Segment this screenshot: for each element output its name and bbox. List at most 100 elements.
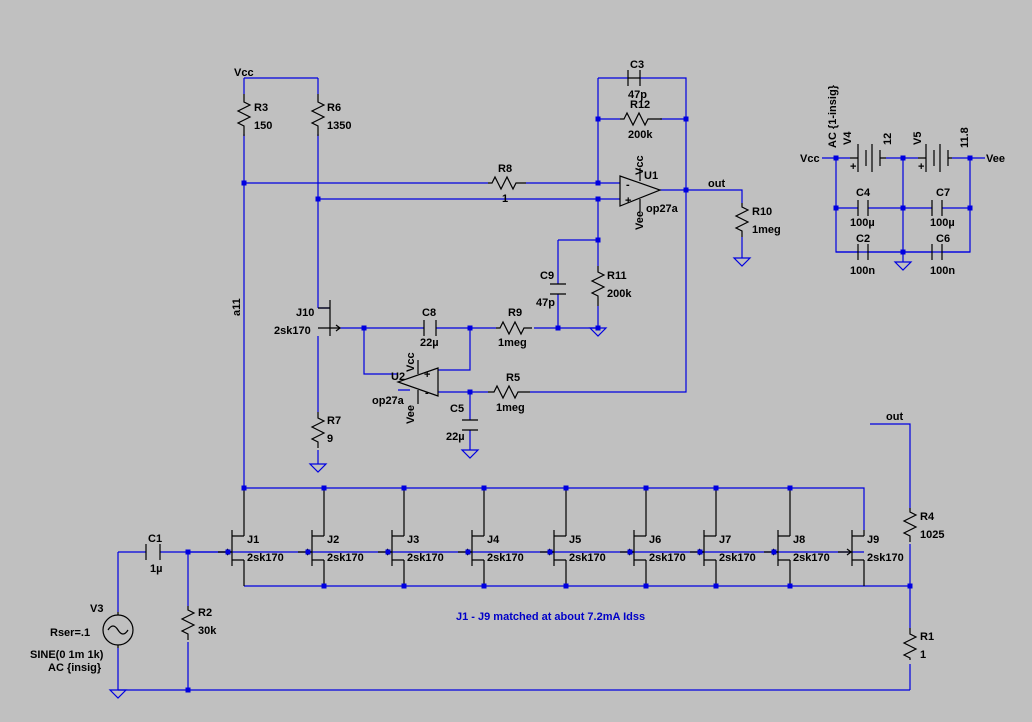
jfet-2 [298,488,325,586]
junction-dot [595,196,601,202]
vee-port-label: Vee [986,153,1005,165]
r7-symbol [310,412,326,448]
c6-symbol [931,244,943,260]
junction-dot [321,485,327,491]
r7-ref: R7 [327,415,341,427]
junction-dot [900,205,906,211]
junction-dot [595,180,601,186]
j10-value: 2sk170 [274,325,311,337]
jfet-value: 2sk170 [867,552,904,564]
v3-sine: SINE(0 1m 1k) [30,649,104,661]
junction-dot [481,485,487,491]
r3-symbol [236,94,252,136]
jfet-1 [218,488,245,586]
u2-symbol [396,367,439,397]
junction-dot [967,205,973,211]
jfet-value: 2sk170 [407,552,444,564]
junction-dot [315,196,321,202]
r9-ref: R9 [508,307,522,319]
r11-symbol [590,266,606,306]
a11-net-label: a11 [231,298,243,316]
c9-ref: C9 [540,270,554,282]
junction-dot [555,325,561,331]
r3-value: 150 [254,120,272,132]
capacitor-symbols [145,70,943,560]
jfet-value: 2sk170 [327,552,364,564]
u2-minus-pin: - [425,387,429,399]
r8-ref: R8 [498,163,512,175]
r2-symbol [180,606,196,640]
battery-symbols [850,144,952,172]
c1-value: 1µ [150,563,162,575]
jfet-ref: J3 [407,534,419,546]
junction-dot [713,485,719,491]
junction-dot [833,205,839,211]
junction-dot [643,485,649,491]
c1-ref: C1 [148,533,162,545]
r5-ref: R5 [506,372,520,384]
ac-directive: AC {1-insig} [827,84,839,148]
v5-value: 11.8 [959,127,971,148]
j10-symbol [318,300,341,336]
r9-value: 1meg [498,337,527,349]
junction-dots [185,116,973,693]
junction-dot [563,583,569,589]
matching-note: J1 - J9 matched at about 7.2mA Idss [456,611,645,623]
junction-dot [241,180,247,186]
out-label: out [708,178,725,190]
junction-dot [643,583,649,589]
r5-value: 1meg [496,402,525,414]
r4-value: 1025 [920,529,944,541]
r2-ref: R2 [198,607,212,619]
v4-value: 12 [882,133,894,145]
junction-dot [321,583,327,589]
u2-vee-label: Vee [405,405,417,424]
r2-value: 30k [198,625,217,637]
jfet-value: 2sk170 [569,552,606,564]
junction-dot [241,485,247,491]
jfet-ref: J7 [719,534,731,546]
labels: Vcc R3 150 R6 1350 R8 1 C3 47p R12 200k … [30,59,1005,674]
junction-dot [467,325,473,331]
jfet-ref: J6 [649,534,661,546]
c6-value: 100n [930,265,955,277]
v5-symbol [918,144,952,172]
c5-ref: C5 [450,403,464,415]
junction-dot [385,549,391,555]
v3-ref: V3 [90,603,103,615]
junction-dot [787,583,793,589]
r10-ref: R10 [752,206,772,218]
c7-ref: C7 [936,187,950,199]
c2-value: 100n [850,265,875,277]
u2-plus-pin: + [424,369,430,381]
jfet-value: 2sk170 [247,552,284,564]
r1-symbol [902,628,918,660]
jfet-7 [690,488,717,586]
r5-symbol [488,384,530,400]
junction-dot [900,249,906,255]
vcc-port-label: Vcc [800,153,820,165]
v3-rser: Rser=.1 [50,627,90,639]
u1-symbol [619,175,662,207]
u2-vcc-label: Vcc [405,352,417,372]
junction-dot [185,549,191,555]
c3-ref: C3 [630,59,644,71]
r6-ref: R6 [327,102,341,114]
u1-vee-label: Vee [634,211,646,230]
out-port-label: out [886,411,903,423]
ground-symbols [108,257,913,699]
junction-dot [401,485,407,491]
u1-plus-pin: + [625,195,631,207]
jfet-3 [378,488,405,586]
jfet-5 [540,488,567,586]
junction-dot [465,549,471,555]
r11-value: 200k [607,288,632,300]
c8-ref: C8 [422,307,436,319]
jfet-value: 2sk170 [719,552,756,564]
v5-plus: + [918,161,924,173]
r12-symbol [620,111,662,127]
r8-symbol [488,175,526,191]
r3-ref: R3 [254,102,268,114]
